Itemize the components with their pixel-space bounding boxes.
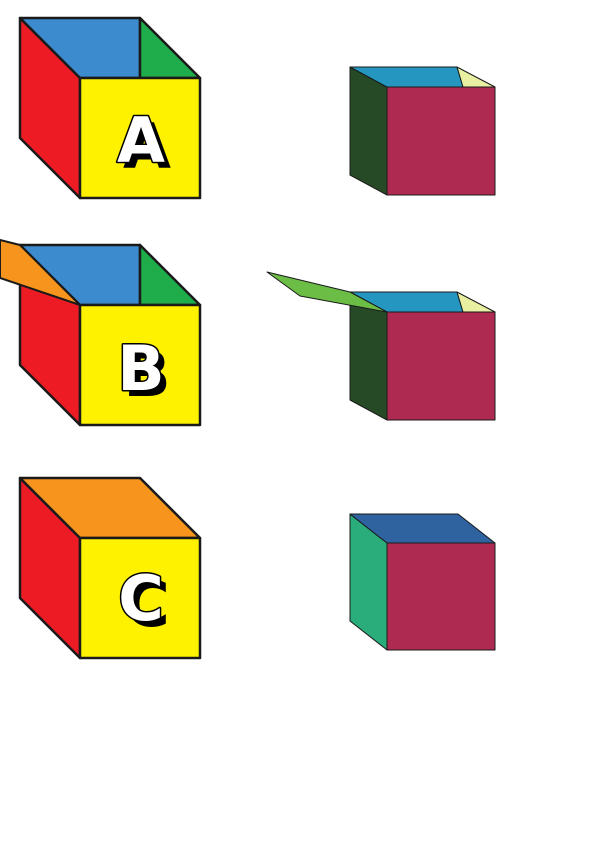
cube-c: C C	[18, 476, 202, 660]
cube-b-inner-face	[138, 243, 202, 307]
cube-b-letter: B	[117, 332, 164, 405]
cube-a-inner-face	[138, 16, 202, 80]
cube-a-letter: A	[117, 104, 165, 177]
plain-cube-top-front-face	[386, 86, 496, 196]
cube-a-letter-shadow: A	[123, 110, 171, 183]
plain-cube-middle-inner-face	[456, 291, 496, 313]
cube-a: A A	[18, 16, 202, 200]
cube-b: B B	[0, 239, 202, 427]
plain-cube-middle	[266, 271, 496, 421]
cube-b-front-face	[78, 303, 202, 427]
plain-cube-bottom-front-face	[386, 542, 496, 651]
plain-cube-top-side-face	[349, 66, 388, 196]
plain-cube-middle-front-face	[386, 311, 496, 421]
cube-a-front-face	[78, 76, 202, 200]
plain-cube-top	[349, 66, 496, 196]
plain-cube-top-inner-face	[456, 66, 496, 88]
plain-cube-bottom	[349, 513, 496, 651]
cube-c-letter-shadow: C	[124, 568, 170, 641]
cube-b-letter-shadow: B	[123, 338, 170, 411]
cube-c-letter: C	[118, 562, 164, 635]
cube-c-front-face	[78, 536, 202, 660]
